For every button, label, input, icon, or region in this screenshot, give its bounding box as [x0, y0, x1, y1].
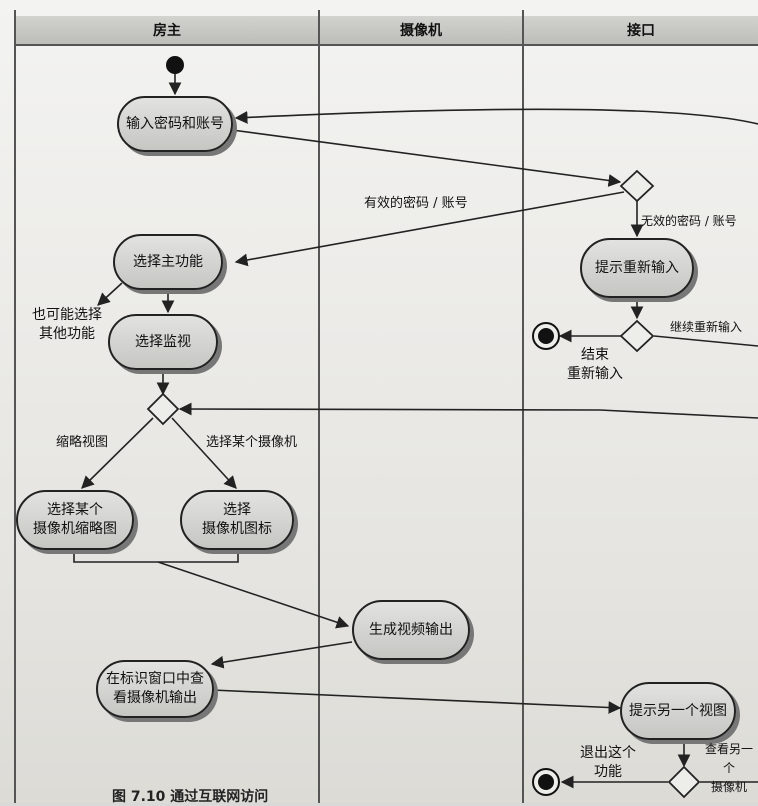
guard-view-another: 查看另一个 摄像机: [704, 742, 753, 794]
edge-input-decision1: [231, 129, 622, 187]
guard-invalid: 无效的密码 / 账号: [641, 214, 737, 228]
activity-generate-video: 生成视频输出: [352, 600, 470, 660]
lane-divider-left: [14, 10, 16, 803]
lane-title: 接口: [627, 23, 655, 39]
guard-select-camera: 选择某个摄像机: [206, 435, 298, 450]
figure-caption: 图 7.10 通过互联网访问: [112, 789, 269, 805]
activity-view-output: 在标识窗口中查 看摄像机输出: [96, 660, 214, 718]
end-node-reenter-inner: [538, 328, 554, 344]
decision-login: [619, 169, 655, 203]
guard-exit-function: 退出这个 功能: [580, 745, 636, 780]
activity-prompt-other-view: 提示另一个视图: [620, 682, 736, 740]
activity-label: 在标识窗口中查 看摄像机输出: [106, 671, 204, 706]
edge-select-camera: [171, 417, 237, 489]
lane-header-owner: 房主: [16, 16, 318, 46]
activity-label: 提示另一个视图: [629, 702, 727, 719]
activity-select-icon: 选择 摄像机图标: [180, 490, 294, 550]
lane-header-camera: 摄像机: [320, 16, 522, 46]
edge-output-prompt: [211, 689, 622, 714]
edge-merge-video: [157, 561, 350, 629]
guard-other-functions: 也可能选择 其他功能: [32, 307, 102, 342]
edge-view-loop: [178, 402, 758, 419]
activity-prompt-reenter: 提示重新输入: [580, 238, 694, 298]
edge-video-output: [210, 641, 353, 669]
end-node-exit-inner: [538, 774, 554, 790]
decision-view-type: [146, 392, 180, 426]
lane-title: 摄像机: [400, 23, 442, 39]
guard-thumbnail-view: 缩略视图: [56, 435, 109, 450]
decision-reenter: [619, 319, 655, 353]
edge-other-functions: [97, 282, 123, 306]
edge-thumbnail: [81, 417, 154, 489]
activity-label: 选择主功能: [133, 253, 203, 270]
activity-select-thumbnail: 选择某个 摄像机缩略图: [16, 490, 134, 550]
activity-label: 提示重新输入: [595, 259, 679, 276]
edge-continue: [653, 335, 758, 347]
start-node: [166, 56, 184, 74]
edge-valid: [234, 191, 625, 267]
activity-label: 输入密码和账号: [126, 115, 224, 132]
activity-select-monitor: 选择监视: [108, 314, 218, 370]
lane-divider-2: [522, 10, 524, 803]
lane-divider-1: [318, 10, 320, 803]
guard-continue-reenter: 继续重新输入: [670, 320, 743, 334]
activity-label: 选择监视: [135, 333, 191, 350]
activity-label: 选择 摄像机图标: [202, 502, 272, 537]
edge-merge: [73, 550, 239, 563]
activity-input-password: 输入密码和账号: [117, 96, 233, 152]
edge-retry-loop: [234, 108, 758, 125]
guard-valid: 有效的密码 / 账号: [364, 196, 468, 211]
lane-title: 房主: [153, 23, 181, 39]
lane-header-interface: 接口: [524, 16, 758, 46]
activity-select-main: 选择主功能: [113, 234, 223, 290]
activity-label: 生成视频输出: [369, 621, 453, 638]
guard-end-reenter: 结束 重新输入: [567, 347, 623, 382]
activity-label: 选择某个 摄像机缩略图: [33, 502, 117, 537]
decision-continue-view: [667, 765, 701, 799]
